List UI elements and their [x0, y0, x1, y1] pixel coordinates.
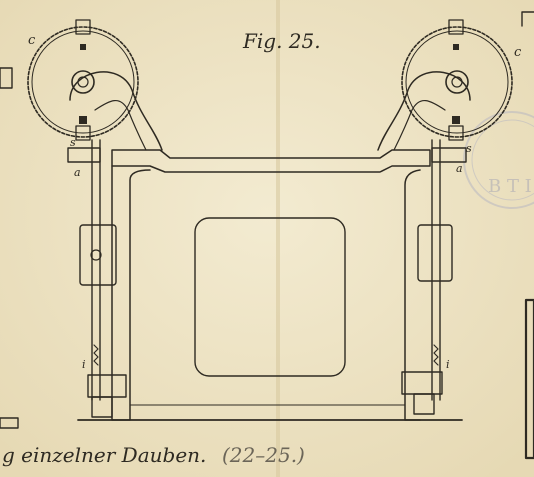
adjacent-figure-fragments [0, 11, 534, 460]
label-i-right: i [446, 358, 450, 371]
label-i-left: i [82, 358, 86, 371]
figure-label: Fig. 25. [242, 29, 321, 53]
caption-reference: (22–25.) [222, 443, 305, 467]
label-a-right: a [456, 162, 463, 175]
machine-frame [77, 149, 463, 421]
label-c-right: c [514, 45, 522, 60]
frame-opening [194, 217, 346, 377]
right-saw-assembly [377, 19, 513, 415]
label-c-left: c [28, 33, 36, 48]
label-s-left: s [70, 136, 76, 149]
library-stamp: B T I [463, 111, 534, 209]
left-saw-blade [27, 26, 139, 138]
label-s-right: s [466, 142, 472, 155]
left-saw-assembly [27, 19, 163, 418]
label-a-left: a [74, 166, 81, 179]
stamp-text: B T I [488, 176, 532, 197]
right-saw-blade [401, 26, 513, 138]
caption-text: g einzelner Dauben. [2, 443, 206, 467]
